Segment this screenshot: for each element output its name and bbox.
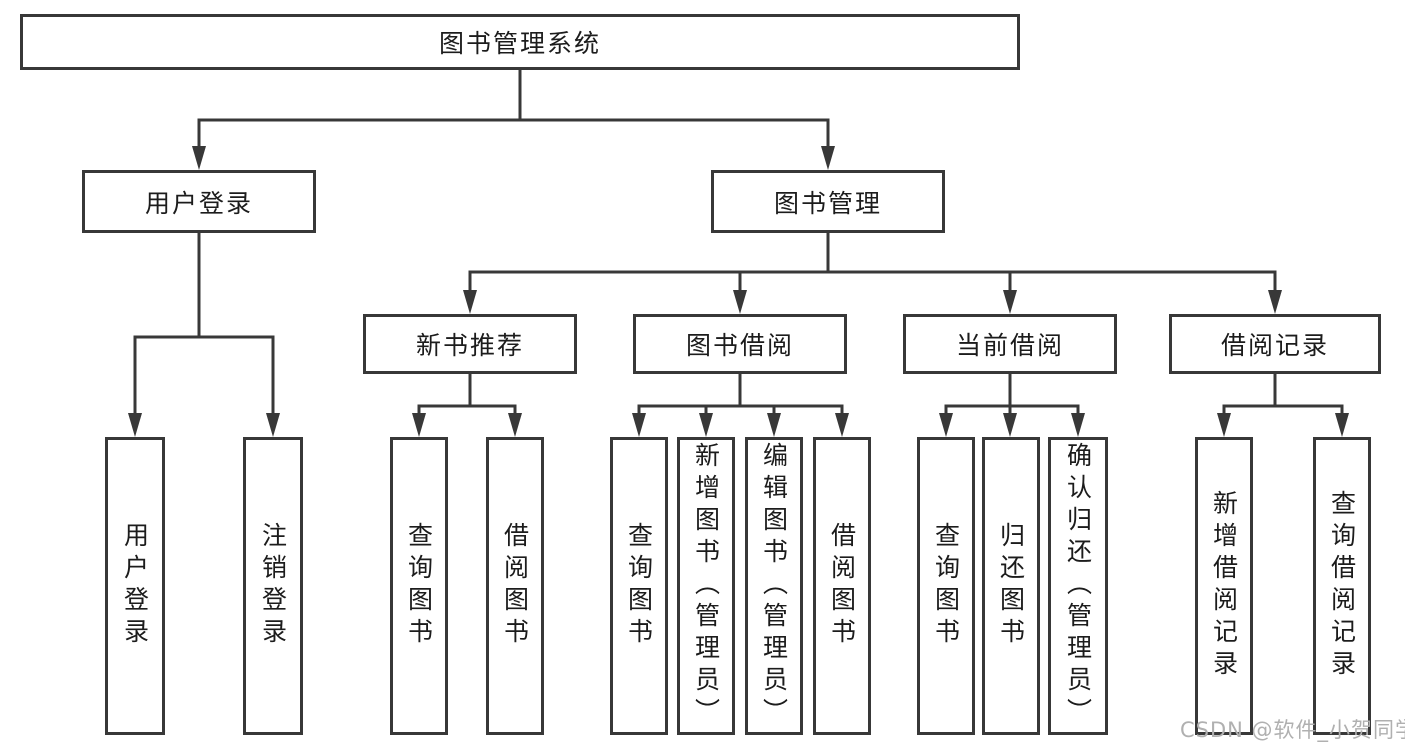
leaf-query-borrow-record-label: 查询借阅记录	[1327, 490, 1357, 682]
leaf-borrow-books-label: 借阅图书	[827, 522, 857, 650]
connector-user-login	[128, 233, 280, 437]
leaf-add-book-admin: 新增图书（管理员）	[677, 437, 735, 735]
connector-current-borrowing	[939, 374, 1085, 437]
leaf-return-book-label: 归还图书	[996, 522, 1026, 650]
node-book-management-label: 图书管理	[773, 188, 882, 218]
leaf-add-borrow-record-label: 新增借阅记录	[1209, 490, 1239, 682]
node-new-book-recommend: 新书推荐	[363, 314, 577, 374]
leaf-add-book-admin-label: 新增图书（管理员）	[691, 442, 721, 730]
leaf-borrow-books-recommend: 借阅图书	[486, 437, 544, 735]
leaf-return-book: 归还图书	[982, 437, 1040, 735]
csdn-watermark: CSDN @软件_小贺同学	[1180, 718, 1405, 742]
leaf-edit-book-admin-label: 编辑图书（管理员）	[759, 442, 789, 730]
leaf-edit-book-admin: 编辑图书（管理员）	[745, 437, 803, 735]
connector-root	[192, 69, 835, 170]
node-book-borrowing: 图书借阅	[633, 314, 847, 374]
node-borrowing-records: 借阅记录	[1169, 314, 1381, 374]
node-current-borrowing: 当前借阅	[903, 314, 1117, 374]
connector-book-borrowing	[632, 374, 849, 437]
node-new-book-recommend-label: 新书推荐	[415, 331, 524, 360]
leaf-logout: 注销登录	[243, 437, 303, 735]
leaf-borrow-books: 借阅图书	[813, 437, 871, 735]
connector-book-management	[463, 233, 1282, 314]
leaf-query-books-recommend: 查询图书	[390, 437, 448, 735]
leaf-add-borrow-record: 新增借阅记录	[1195, 437, 1253, 735]
node-root-label: 图书管理系统	[438, 29, 601, 58]
leaf-confirm-return-admin-label: 确认归还（管理员）	[1063, 442, 1093, 730]
leaf-query-books-current: 查询图书	[917, 437, 975, 735]
node-borrowing-records-label: 借阅记录	[1220, 331, 1329, 360]
node-root: 图书管理系统	[20, 14, 1020, 70]
leaf-query-books-recommend-label: 查询图书	[404, 522, 434, 650]
leaf-user-login: 用户登录	[105, 437, 165, 735]
connector-new-book-recommend	[412, 374, 522, 437]
leaf-borrow-books-recommend-label: 借阅图书	[500, 522, 530, 650]
node-book-management: 图书管理	[711, 170, 945, 233]
node-user-login: 用户登录	[82, 170, 316, 233]
node-book-borrowing-label: 图书借阅	[685, 331, 794, 360]
leaf-query-borrow-record: 查询借阅记录	[1313, 437, 1371, 735]
node-current-borrowing-label: 当前借阅	[955, 331, 1064, 360]
leaf-query-books-borrowing-label: 查询图书	[624, 522, 654, 650]
connector-borrowing-records	[1217, 374, 1349, 437]
node-user-login-label: 用户登录	[144, 188, 253, 218]
leaf-user-login-label: 用户登录	[120, 522, 150, 650]
leaf-query-books-borrowing: 查询图书	[610, 437, 668, 735]
leaf-confirm-return-admin: 确认归还（管理员）	[1048, 437, 1108, 735]
leaf-query-books-current-label: 查询图书	[931, 522, 961, 650]
leaf-logout-label: 注销登录	[258, 522, 288, 650]
